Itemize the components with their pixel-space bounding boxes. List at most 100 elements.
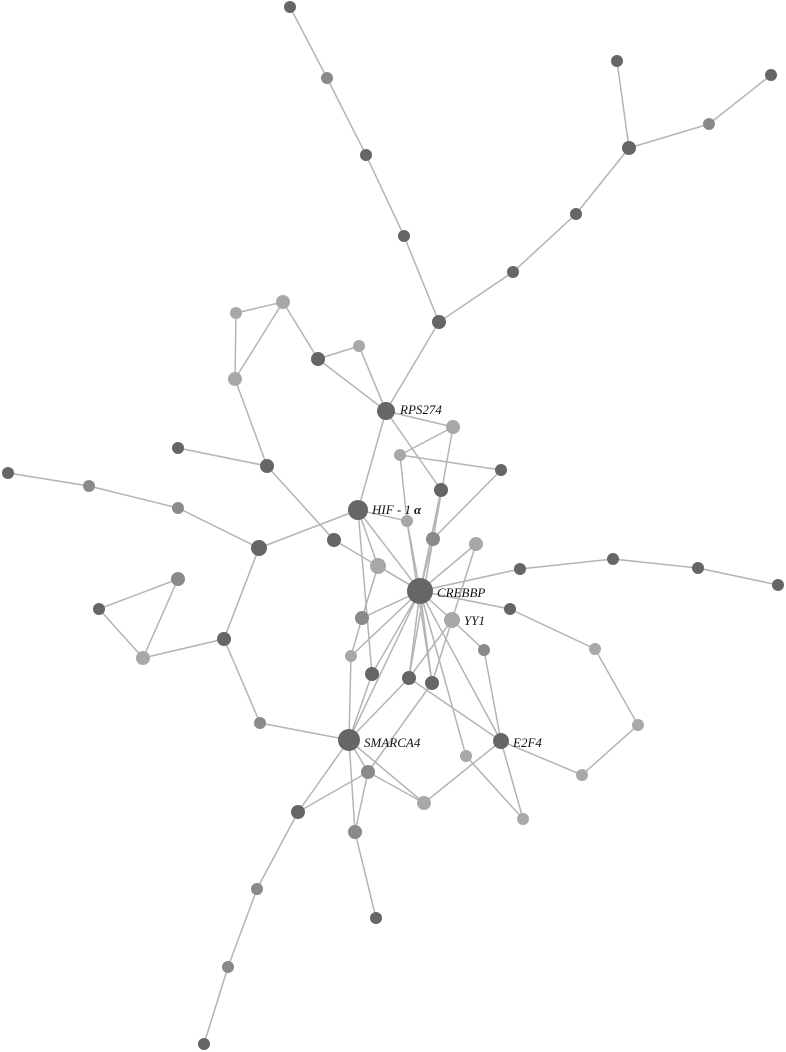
edge-CRE-SM [348, 590, 421, 741]
node-x7 [136, 651, 150, 665]
node-e1 [514, 563, 526, 575]
edge-a9-b2 [361, 565, 379, 619]
edge-r6-r5 [512, 213, 577, 273]
node-x4 [251, 540, 267, 556]
network-edges [7, 6, 779, 1045]
edge-RPS-a4 [385, 410, 442, 491]
node-w4 [353, 340, 365, 352]
node-l2 [260, 459, 274, 473]
node-t1 [284, 1, 296, 13]
edge-b4-b9 [594, 648, 639, 726]
edge-x5-x7 [142, 578, 179, 659]
edge-x6-x7 [98, 608, 144, 659]
edge-c8-c9 [354, 831, 377, 919]
edge-x8-c1 [223, 638, 261, 724]
node-b8 [425, 676, 439, 690]
node-b5 [345, 650, 357, 662]
node-x2 [83, 480, 95, 492]
node-b1 [504, 603, 516, 615]
node-d1 [251, 883, 263, 895]
node-a5 [401, 515, 413, 527]
node-d2 [222, 961, 234, 973]
edge-c1-SM [259, 722, 350, 741]
edge-HIF-x4 [258, 509, 359, 549]
edge-w1-w5 [234, 312, 237, 380]
edge-c2-c7 [465, 755, 524, 820]
edge-w3-RPS [317, 358, 387, 412]
edge-b9-c3 [581, 724, 639, 776]
node-SM [338, 729, 360, 751]
node-r4 [622, 141, 636, 155]
node-w1 [230, 307, 242, 319]
node-l1 [172, 442, 184, 454]
node-e2 [607, 553, 619, 565]
node-a9 [370, 558, 386, 574]
edge-x5-x6 [98, 578, 179, 610]
node-a4 [434, 483, 448, 497]
edge-w2-w5 [234, 301, 284, 380]
edge-RPS-a1 [385, 410, 454, 428]
node-b7 [402, 671, 416, 685]
node-w2 [276, 295, 290, 309]
node-YY1 [444, 612, 460, 628]
edge-SM-c8 [348, 739, 356, 833]
edge-c3-E2F [500, 740, 583, 776]
node-c5 [417, 796, 431, 810]
edge-CRE-b8 [419, 590, 433, 684]
node-r6 [507, 266, 519, 278]
edge-SM-c5 [348, 739, 425, 804]
edge-w4-RPS [358, 345, 387, 412]
edge-b7-SM [348, 677, 410, 741]
edge-b1-b4 [509, 608, 596, 650]
node-c8 [348, 825, 362, 839]
edge-CRE-e1 [419, 568, 521, 592]
edge-l1-l2 [177, 447, 268, 467]
label-yy1: YY1 [464, 613, 485, 628]
node-b4 [589, 643, 601, 655]
edge-a2-a3 [399, 454, 502, 471]
node-b9 [632, 719, 644, 731]
edge-t5-r6 [438, 271, 514, 323]
node-d3 [198, 1038, 210, 1050]
edge-x1-x2 [7, 472, 90, 487]
edge-d2-d3 [203, 966, 229, 1045]
node-CRE [407, 578, 433, 604]
node-x3 [172, 502, 184, 514]
node-r2 [765, 69, 777, 81]
edge-x4-x8 [223, 547, 260, 640]
label-e2f4: E2F4 [512, 735, 542, 750]
node-a6 [327, 533, 341, 547]
edge-a3-a7 [432, 469, 502, 540]
node-a1 [446, 420, 460, 434]
edge-CRE-c2 [419, 590, 467, 757]
edge-b6-SM [348, 673, 373, 741]
edge-x7-x8 [142, 638, 225, 659]
node-r3 [703, 118, 715, 130]
edge-CRE-b5 [350, 590, 421, 657]
node-r5 [570, 208, 582, 220]
node-t4 [398, 230, 410, 242]
edge-d1-d2 [227, 888, 258, 968]
node-a2 [394, 449, 406, 461]
edge-t2-t3 [326, 77, 367, 156]
edge-r3-r2 [708, 74, 772, 125]
edge-t5-RPS [385, 321, 440, 412]
edge-CRE-E2F [419, 590, 502, 742]
edge-l2-a6 [266, 465, 335, 541]
edge-e2-e3 [612, 558, 699, 569]
node-a3 [495, 464, 507, 476]
node-x8 [217, 632, 231, 646]
node-x6 [93, 603, 105, 615]
node-x5 [171, 572, 185, 586]
node-a7 [426, 532, 440, 546]
node-w3 [311, 352, 325, 366]
edge-b5-SM [348, 655, 352, 741]
node-c7 [517, 813, 529, 825]
node-c4 [361, 765, 375, 779]
node-c3 [576, 769, 588, 781]
edge-t1-t2 [289, 6, 328, 79]
